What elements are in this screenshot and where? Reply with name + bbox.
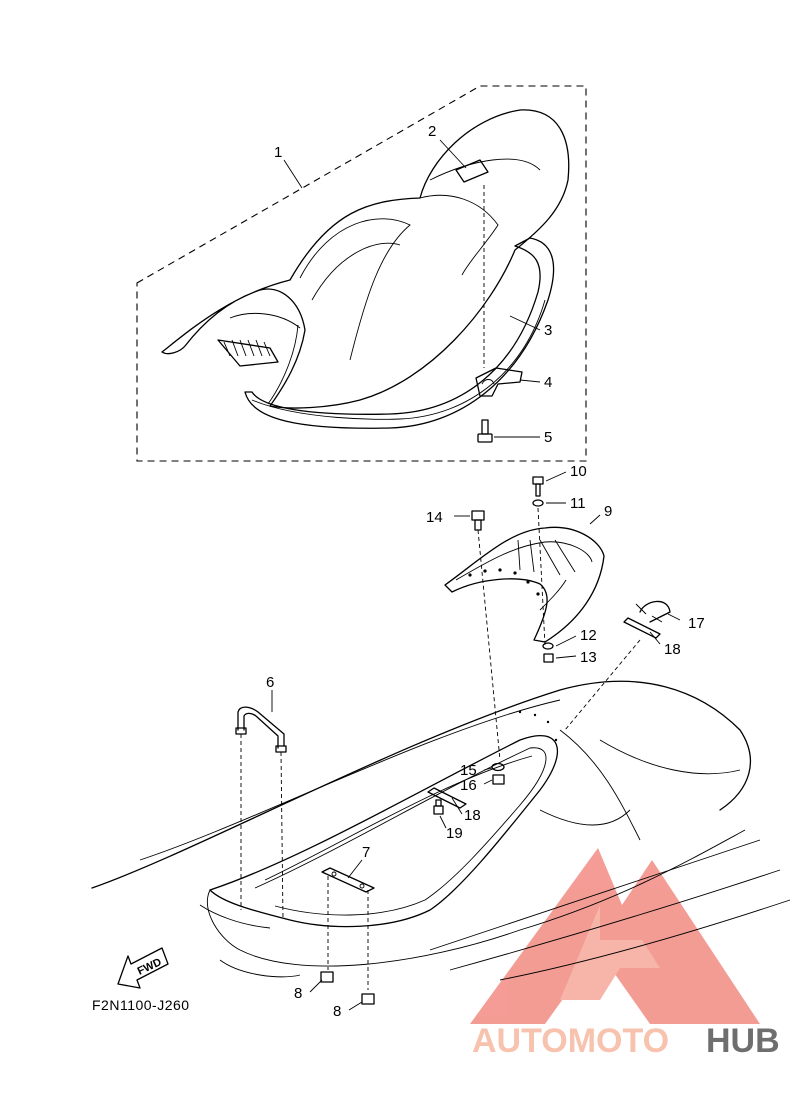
u-bolt-plate (623, 617, 661, 639)
seat-bolt (477, 419, 493, 443)
hull-deck (91, 680, 791, 981)
u-bolt (635, 600, 671, 623)
grab-handle (235, 706, 287, 753)
deck-plate (427, 787, 467, 809)
callout-8-right: 8 (333, 1003, 341, 1020)
watermark-text-automoto: AUTOMOTO (472, 1022, 669, 1060)
seat-bracket (444, 526, 605, 643)
bracket-washer (532, 499, 544, 507)
bracket-bolt-top (532, 476, 544, 497)
bracket-nut (543, 653, 554, 663)
callout-1: 1 (274, 144, 282, 161)
deck-nut (492, 774, 505, 785)
deck-bolt (433, 799, 444, 815)
callout-3: 3 (544, 322, 552, 339)
diagram-code: F2N1100-J260 (92, 997, 190, 1013)
callout-16: 16 (460, 777, 477, 794)
fwd-arrow-icon: FWD (117, 947, 169, 989)
callout-4: 4 (544, 374, 552, 391)
latch-nut-right (361, 993, 375, 1005)
callout-18-lower: 18 (464, 807, 481, 824)
latch-plate (321, 867, 375, 893)
callout-2: 2 (428, 123, 436, 140)
callout-12: 12 (580, 627, 597, 644)
callout-6: 6 (266, 674, 274, 691)
callout-9: 9 (604, 503, 612, 520)
callouts: 1 2 3 4 5 6 7 8 8 9 10 11 12 13 14 15 16… (266, 123, 705, 1020)
callout-15: 15 (460, 762, 477, 779)
latch-nut-left (320, 971, 334, 983)
watermark-triangle-outer (470, 848, 760, 1024)
callout-5: 5 (544, 429, 552, 446)
callout-14: 14 (426, 509, 443, 526)
seat-label-plate (455, 159, 489, 183)
callout-17: 17 (688, 615, 705, 632)
leader-lines (271, 139, 681, 1011)
watermark-text-hub: HUB (706, 1022, 780, 1060)
callout-8-left: 8 (294, 985, 302, 1002)
seat-top-outline (161, 109, 570, 409)
seat-hook (475, 367, 523, 397)
callout-18-upper: 18 (664, 641, 681, 658)
callout-13: 13 (580, 649, 597, 666)
callout-11: 11 (570, 495, 586, 512)
callout-19: 19 (446, 825, 463, 842)
seat-tie-straps (223, 339, 271, 357)
seat-assembly-group-box (136, 85, 587, 462)
deck-washer (491, 762, 505, 772)
watermark-logo: AUTOMOTO HUB (470, 848, 780, 1060)
bracket-washer-lower (542, 642, 554, 650)
bracket-bolt-side (471, 510, 485, 531)
seat-cushion (161, 109, 570, 429)
watermark-triangle-inner (560, 905, 660, 1000)
callout-7: 7 (362, 844, 370, 861)
callout-10: 10 (570, 463, 587, 480)
